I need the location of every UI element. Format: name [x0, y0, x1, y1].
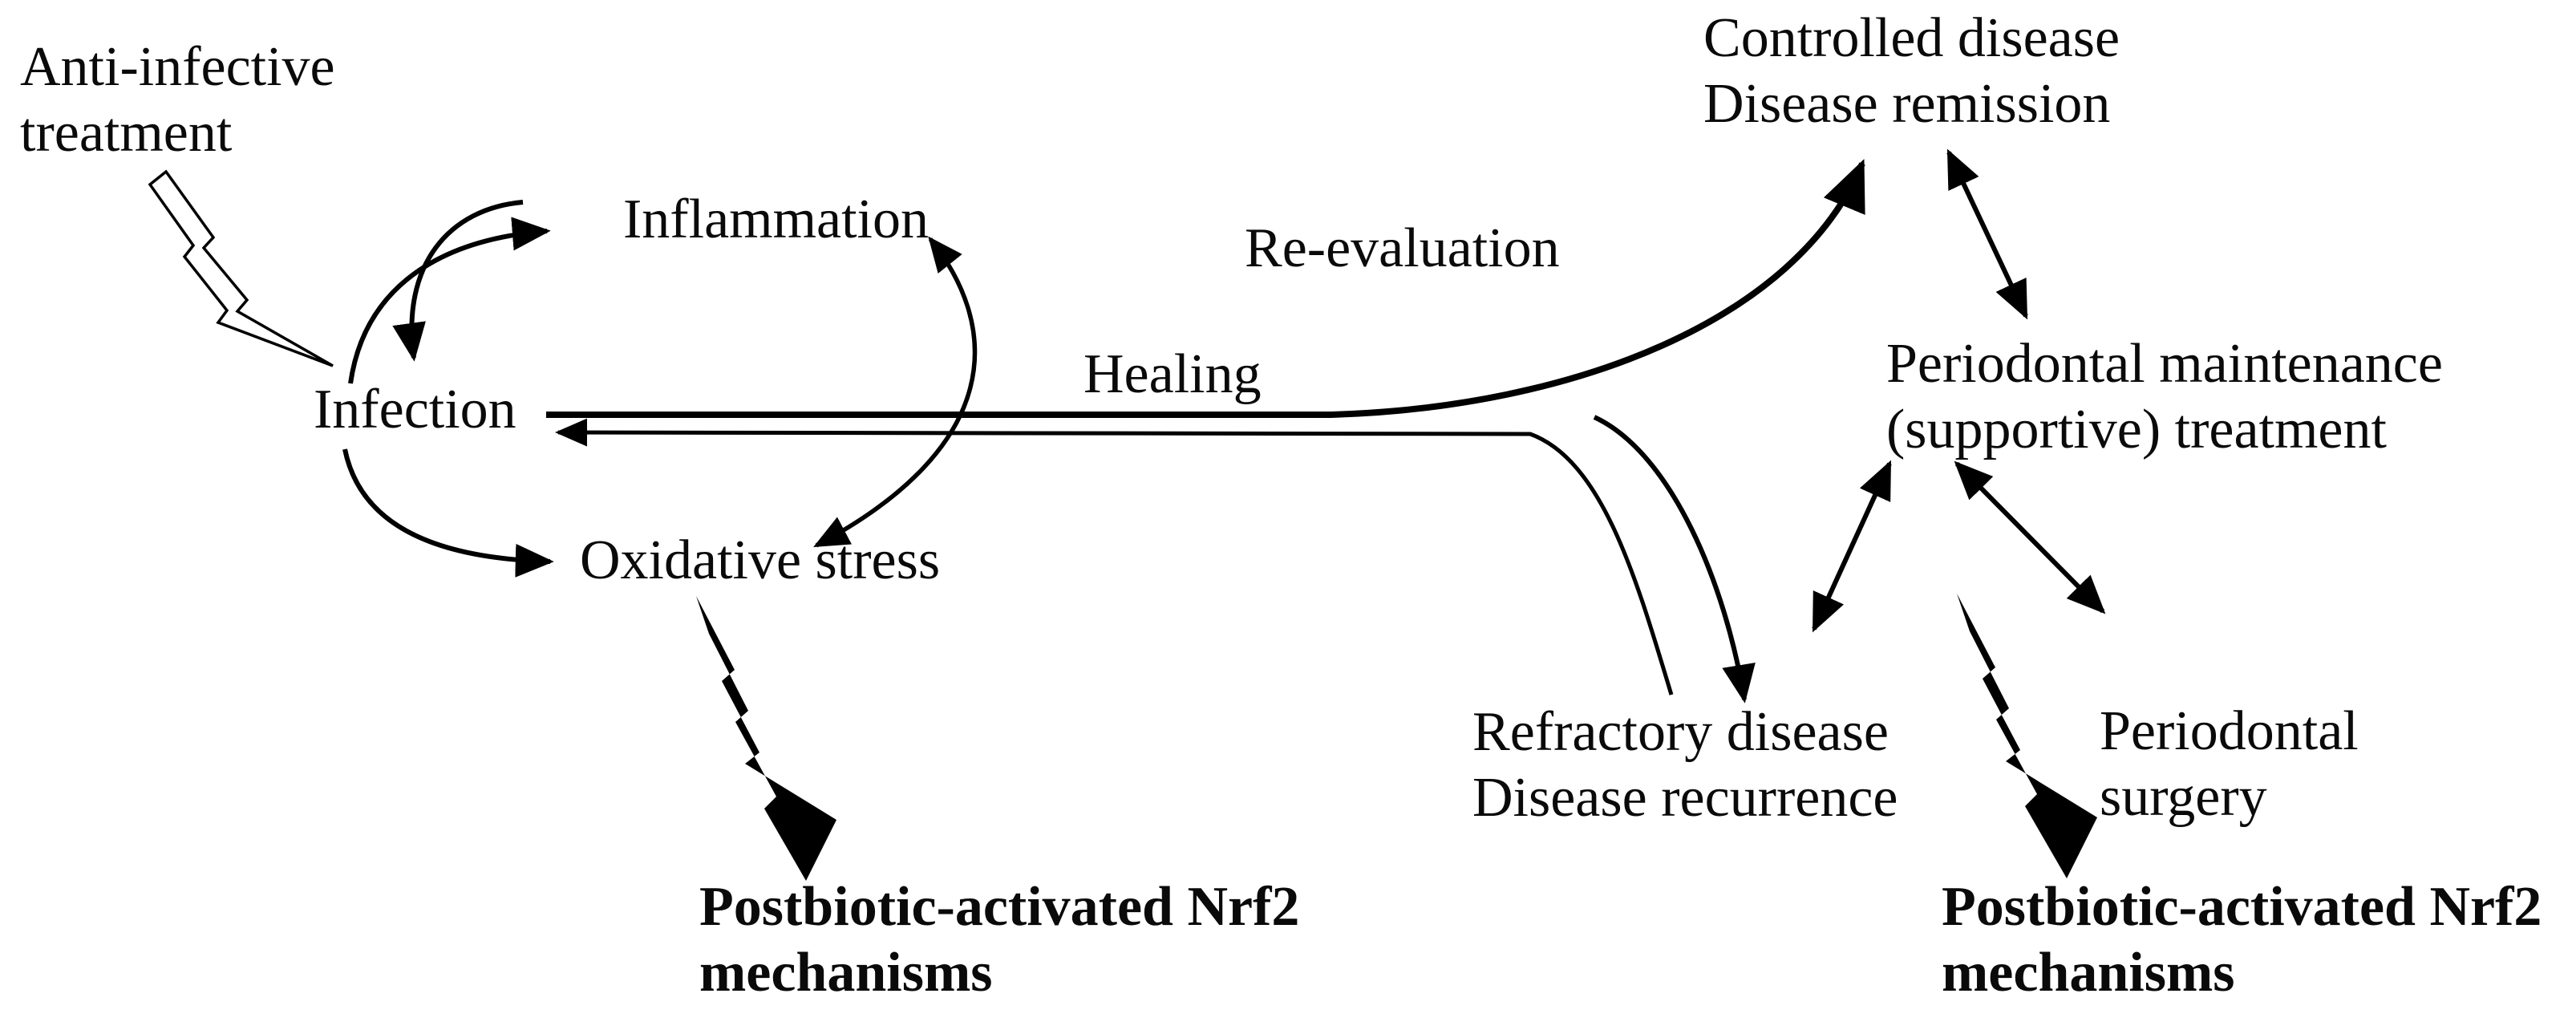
node-label-line: mechanisms — [699, 942, 993, 1004]
node-label-line: Disease remission — [1703, 73, 2111, 135]
node-label-line: Controlled disease — [1703, 7, 2120, 69]
node-periodontal-surgery: Periodontal surgery — [2100, 699, 2359, 830]
node-label-line: Postbiotic-activated Nrf2 — [699, 876, 1300, 938]
arrow-return-to-infection — [555, 418, 1674, 695]
node-label-line: Periodontal maintenance — [1886, 333, 2443, 395]
node-oxidative-stress: Oxidative stress — [580, 529, 941, 591]
arrow-refractory-maintenance-bidirectional — [1812, 460, 1892, 633]
node-controlled-disease: Controlled disease Disease remission — [1703, 6, 2120, 137]
node-label-line: Anti-infective — [20, 36, 335, 98]
arrow-infection-to-inflammation — [348, 217, 551, 384]
node-label-line: (supportive) treatment — [1886, 399, 2387, 460]
node-label-line: Postbiotic-activated Nrf2 — [1942, 876, 2542, 938]
edge-label-healing: Healing — [1083, 343, 1262, 405]
node-nrf2-mechanisms-left: Postbiotic-activated Nrf2 mechanisms — [699, 874, 1299, 1006]
edge-label-re-evaluation: Re-evaluation — [1245, 217, 1560, 279]
arrow-surgery-maintenance-bidirectional — [1954, 460, 2106, 614]
arrow-healing-to-controlled-disease — [546, 159, 1865, 418]
nrf2-lightning-bolt-right-icon — [1957, 594, 2097, 878]
node-label-line: Refractory disease — [1472, 701, 1889, 763]
node-refractory-disease: Refractory disease Disease recurrence — [1472, 700, 1898, 831]
node-label-line: surgery — [2100, 766, 2267, 828]
node-label-line: Periodontal — [2100, 700, 2359, 762]
node-periodontal-maintenance: Periodontal maintenance (supportive) tre… — [1886, 331, 2443, 463]
node-label-line: treatment — [20, 102, 233, 164]
arrow-branch-to-refractory-disease — [1593, 415, 1756, 704]
arrow-inflammation-to-infection — [392, 200, 524, 362]
nrf2-lightning-bolt-left-icon — [696, 596, 836, 881]
node-label-line: mechanisms — [1942, 942, 2235, 1004]
arrow-remission-maintenance-bidirectional — [1946, 148, 2028, 320]
arrow-infection-to-oxidative-stress — [342, 448, 554, 578]
node-infection: Infection — [314, 379, 516, 440]
node-nrf2-mechanisms-right: Postbiotic-activated Nrf2 mechanisms — [1942, 874, 2542, 1006]
arrow-inflammation-oxidative-stress-bidirectional — [813, 236, 978, 548]
node-inflammation: Inflammation — [623, 189, 930, 250]
anti-infective-lightning-bolt-icon — [148, 169, 334, 367]
node-label-line: Disease recurrence — [1472, 767, 1898, 829]
node-anti-infective-treatment: Anti-infective treatment — [20, 34, 335, 166]
